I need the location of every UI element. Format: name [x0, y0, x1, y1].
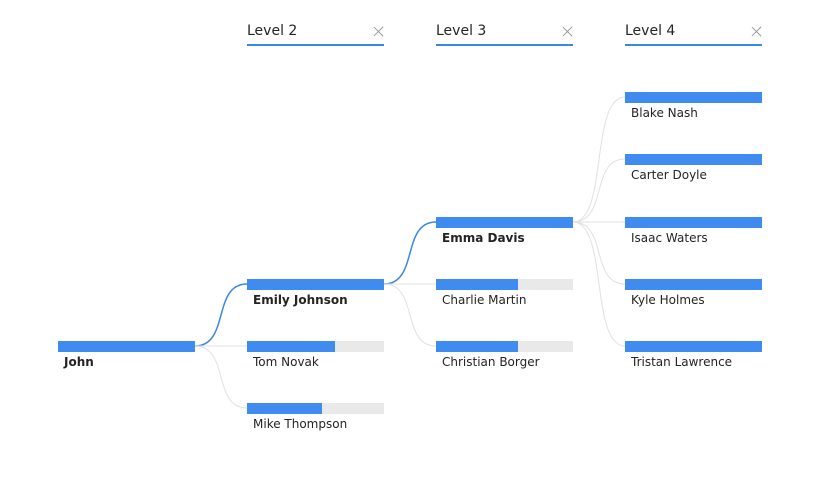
connector-emily-johnson-christian-borger	[383, 283, 437, 347]
node-bar-fill	[625, 341, 762, 352]
node-bar-fill	[436, 279, 519, 290]
tree-node-emily-johnson[interactable]: Emily Johnson	[247, 279, 384, 313]
connector-emma-davis-kyle-holmes	[572, 221, 626, 285]
node-label: Kyle Holmes	[631, 293, 705, 307]
node-label: Tristan Lawrence	[631, 355, 733, 369]
node-bar-track	[247, 279, 384, 290]
node-bar-track	[58, 341, 195, 352]
tree-node-mike-thompson[interactable]: Mike Thompson	[247, 403, 384, 437]
connector-emma-davis-blake-nash	[572, 96, 626, 223]
node-label: John	[64, 355, 94, 369]
node-bar-track	[247, 341, 384, 352]
connector-emily-johnson-emma-davis	[383, 221, 437, 285]
tree-node-emma-davis[interactable]: Emma Davis	[436, 217, 573, 251]
node-bar-track	[436, 279, 573, 290]
level-3-title: Level 3	[436, 23, 487, 39]
node-label: Tom Novak	[253, 355, 319, 369]
node-bar-track	[625, 217, 762, 228]
level-3-close-icon[interactable]	[562, 26, 573, 37]
node-bar-fill	[247, 341, 335, 352]
tree-node-charlie-martin[interactable]: Charlie Martin	[436, 279, 573, 313]
node-bar-fill	[247, 403, 323, 414]
node-label: Charlie Martin	[442, 293, 527, 307]
connector-emma-davis-tristan-lawrence	[572, 221, 626, 347]
node-bar-track	[625, 154, 762, 165]
tree-node-tristan-lawrence[interactable]: Tristan Lawrence	[625, 341, 762, 375]
node-bar-track	[625, 279, 762, 290]
node-bar-fill	[58, 341, 195, 352]
level-2-close-icon[interactable]	[373, 26, 384, 37]
node-bar-track	[436, 341, 573, 352]
node-bar-fill	[247, 279, 384, 290]
tree-node-carter-doyle[interactable]: Carter Doyle	[625, 154, 762, 188]
level-2-header: Level 2	[247, 22, 384, 46]
node-label: Mike Thompson	[253, 417, 348, 431]
node-label: Blake Nash	[631, 106, 698, 120]
node-bar-track	[436, 217, 573, 228]
node-bar-fill	[625, 279, 762, 290]
node-bar-fill	[625, 154, 762, 165]
node-bar-track	[625, 92, 762, 103]
tree-node-tom-novak[interactable]: Tom Novak	[247, 341, 384, 375]
tree-node-kyle-holmes[interactable]: Kyle Holmes	[625, 279, 762, 313]
node-label: Carter Doyle	[631, 168, 707, 182]
level-4-close-icon[interactable]	[751, 26, 762, 37]
node-label: Isaac Waters	[631, 231, 708, 245]
connector-emma-davis-carter-doyle	[572, 158, 626, 223]
tree-node-blake-nash[interactable]: Blake Nash	[625, 92, 762, 126]
level-3-header: Level 3	[436, 22, 573, 46]
node-bar-fill	[625, 217, 762, 228]
level-2-title: Level 2	[247, 23, 298, 39]
level-4-title: Level 4	[625, 23, 676, 39]
node-bar-fill	[436, 341, 519, 352]
tree-node-john[interactable]: John	[58, 341, 195, 375]
node-label: Christian Borger	[442, 355, 540, 369]
node-bar-track	[625, 341, 762, 352]
node-bar-fill	[436, 217, 573, 228]
connector-john-mike-thompson	[194, 345, 248, 409]
node-label: Emily Johnson	[253, 293, 348, 307]
node-bar-track	[247, 403, 384, 414]
node-label: Emma Davis	[442, 231, 525, 245]
tree-node-isaac-waters[interactable]: Isaac Waters	[625, 217, 762, 251]
level-4-header: Level 4	[625, 22, 762, 46]
tree-node-christian-borger[interactable]: Christian Borger	[436, 341, 573, 375]
connector-john-emily-johnson	[194, 283, 248, 347]
node-bar-fill	[625, 92, 762, 103]
